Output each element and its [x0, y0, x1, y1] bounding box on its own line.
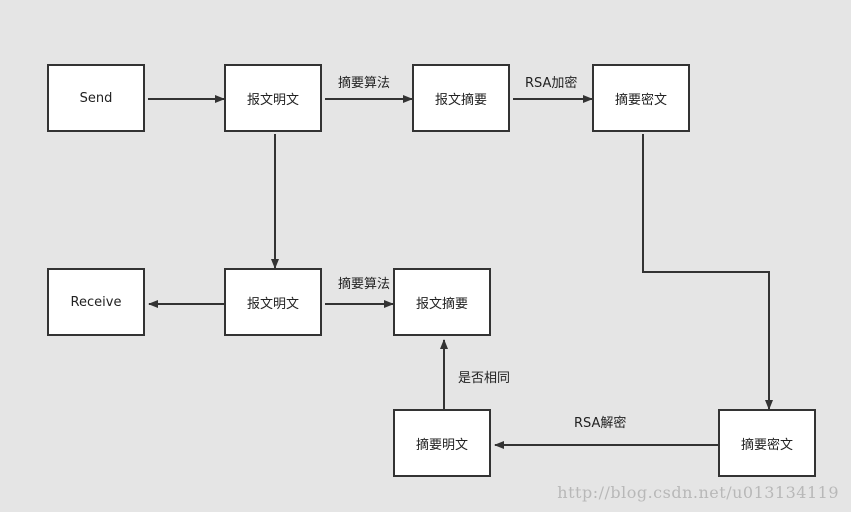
edge-label-hash-mid: 摘要算法	[338, 277, 391, 292]
node-plain-mid: 报文明文	[224, 268, 322, 336]
node-digest-plain-bottom: 摘要明文	[393, 409, 491, 477]
edge-label-hash-top: 摘要算法	[338, 76, 391, 91]
node-digest-mid-label: 报文摘要	[415, 296, 468, 312]
node-plain-top-label: 报文明文	[246, 92, 299, 108]
watermark-text: http://blog.csdn.net/u013134119	[557, 483, 839, 502]
edge-label-rsa-decrypt: RSA解密	[574, 416, 627, 431]
node-plain-mid-label: 报文明文	[246, 296, 299, 312]
node-cipher-top: 摘要密文	[592, 64, 690, 132]
node-cipher-bottom-label: 摘要密文	[740, 437, 793, 453]
node-cipher-bottom: 摘要密文	[718, 409, 816, 477]
node-cipher-top-label: 摘要密文	[614, 92, 667, 108]
node-plain-top: 报文明文	[224, 64, 322, 132]
node-digest-plain-bottom-label: 摘要明文	[415, 437, 468, 453]
node-send: Send	[47, 64, 145, 132]
node-digest-top-label: 报文摘要	[434, 92, 487, 108]
node-receive-label: Receive	[70, 294, 122, 310]
edge-cipher-top-to-cipher-bottom	[642, 134, 773, 410]
node-receive: Receive	[47, 268, 145, 336]
node-digest-mid: 报文摘要	[393, 268, 491, 336]
node-send-label: Send	[79, 90, 113, 106]
edge-label-compare: 是否相同	[458, 371, 511, 386]
node-digest-top: 报文摘要	[412, 64, 510, 132]
edge-label-rsa-encrypt: RSA加密	[525, 76, 578, 91]
